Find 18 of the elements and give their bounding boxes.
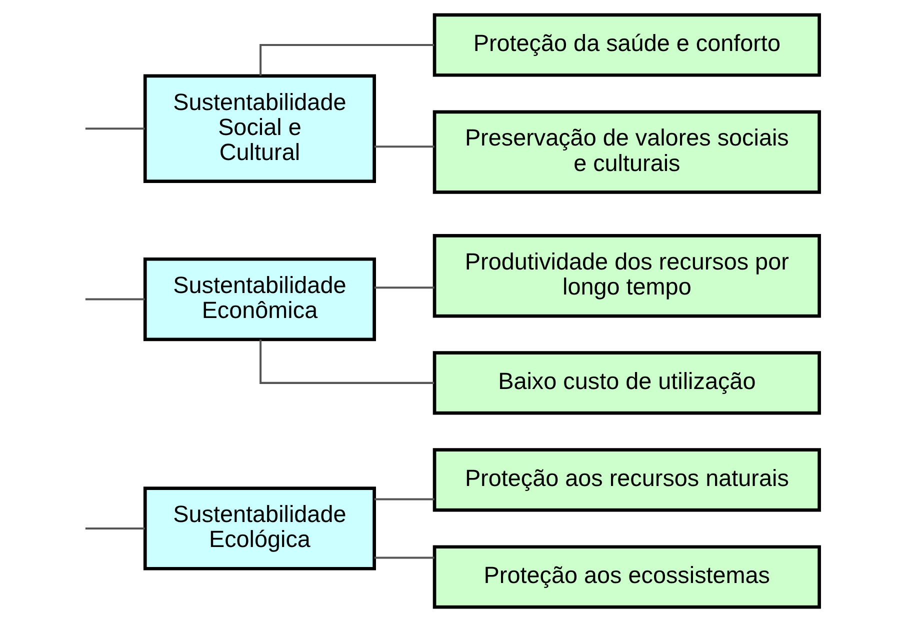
connector xyxy=(84,128,144,130)
node-box: Sustentabilidade Econômica xyxy=(142,257,376,342)
connector xyxy=(374,146,434,148)
connector xyxy=(374,286,434,289)
connector xyxy=(259,44,434,76)
node-box: Sustentabilidade Social e Cultural xyxy=(142,74,376,184)
node-box: Proteção aos recursos naturais xyxy=(432,448,820,512)
connector xyxy=(84,527,144,530)
node-box: Preservação de valores sociais e culturais xyxy=(432,110,820,194)
connector xyxy=(84,298,144,300)
connector xyxy=(259,340,434,384)
node-box: Proteção da saúde e conforto xyxy=(432,13,820,77)
node-box: Sustentabilidade Ecológica xyxy=(142,486,376,570)
connector xyxy=(374,498,434,500)
connector xyxy=(374,556,434,559)
node-box: Proteção aos ecossistemas xyxy=(432,545,820,609)
node-box: Baixo custo de utilização xyxy=(432,351,820,415)
node-box: Produtividade dos recursos por longo tempo xyxy=(432,234,820,318)
